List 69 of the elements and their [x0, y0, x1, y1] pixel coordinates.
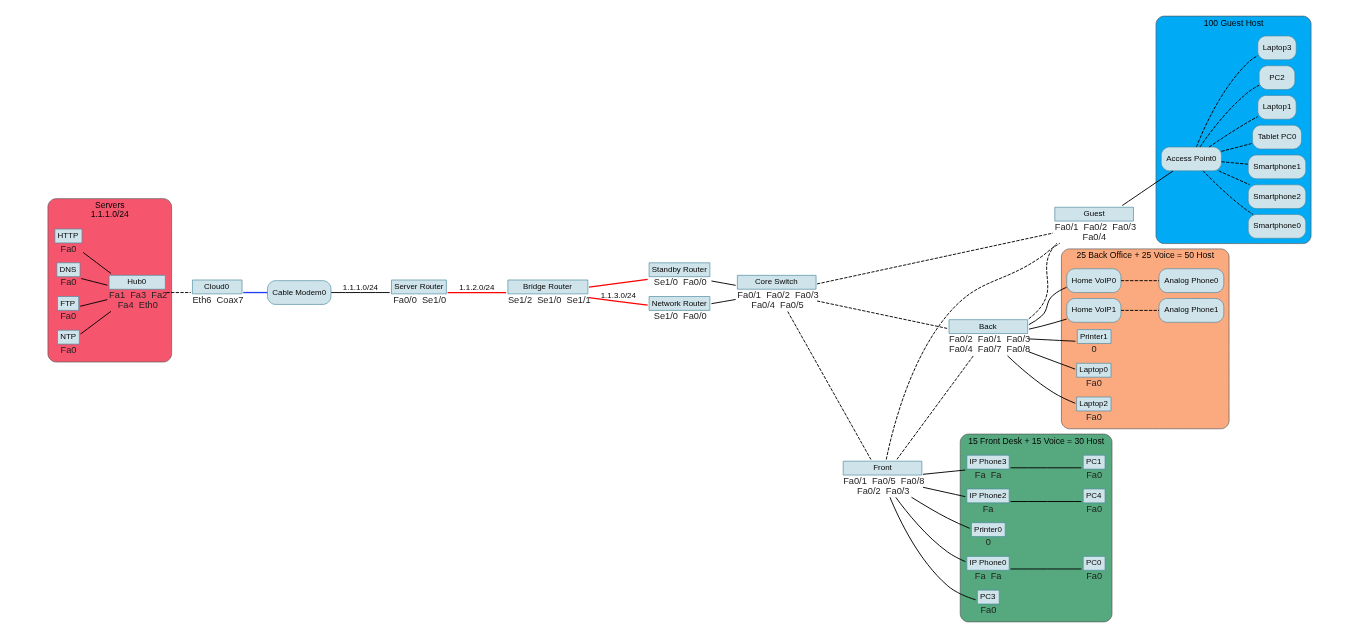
node-label: Fa0/0 Se1/0: [392, 294, 446, 305]
connector: [1199, 84, 1259, 148]
connector: [1121, 170, 1173, 206]
connector: [1202, 170, 1253, 215]
node-label: Se1/0 Fa0/0: [653, 311, 707, 322]
node-label: Se1/0 Fa0/0: [653, 277, 707, 288]
node-label: Fa0: [1085, 571, 1102, 582]
connector: [710, 280, 736, 286]
node-label: Fa0/1 Fa0/2 Fa0/3: [736, 289, 819, 300]
connector: [1027, 351, 1076, 370]
node-label: Fa0/2 Fa0/3: [856, 485, 910, 496]
node-label: Fa0: [60, 277, 76, 288]
connector: [1220, 161, 1249, 165]
node-label: Eth6 Coax7: [191, 294, 243, 305]
node-label: Fa1 Fa3 Fa2: [108, 289, 167, 300]
connector: [330, 292, 390, 293]
connector: [80, 278, 108, 286]
connector: [1028, 318, 1067, 330]
node-label: Fa0: [59, 311, 76, 322]
connector: [885, 242, 1060, 460]
node-label: 0: [985, 537, 991, 548]
connector: [1009, 568, 1082, 570]
connector: [79, 310, 111, 335]
connector: [1120, 280, 1159, 282]
connector: [79, 299, 108, 307]
connector: [1027, 242, 1057, 320]
connector: [587, 278, 648, 288]
node-label: Fa0: [1085, 377, 1102, 388]
connector: [922, 486, 966, 498]
connector: [1009, 501, 1082, 502]
node-label: Fa Fa: [974, 469, 1002, 480]
connector: [446, 291, 507, 294]
connector: [710, 299, 736, 305]
node-label: Fa0: [1085, 411, 1102, 422]
node-label: Fa0/1 Fa0/5 Fa0/8: [842, 475, 924, 486]
node-label: Fa0/4 Fa0/5: [750, 299, 804, 310]
connector: [1009, 467, 1082, 469]
node-label: Fa0: [60, 243, 76, 254]
connector: [816, 300, 948, 329]
connector: [1027, 338, 1076, 342]
connector: [82, 251, 111, 274]
connector: [896, 355, 974, 460]
connector: [910, 496, 970, 529]
node-label: Fa0/2 Fa0/1 Fa0/3: [948, 334, 1030, 345]
connector: [816, 232, 1053, 285]
node-label: Fa: [982, 503, 994, 514]
node-label: Fa Fa: [974, 571, 1002, 582]
node-label: Fa0: [979, 604, 996, 615]
connector: [242, 291, 268, 294]
connector: [1195, 55, 1258, 148]
connector: [894, 496, 966, 563]
node-label: Fa4 Eth0: [117, 299, 158, 310]
node-label: Fa0/1 Fa0/2 Fa0/3: [1054, 221, 1136, 232]
connector: [922, 469, 966, 475]
node-label: 0: [1091, 344, 1097, 355]
node-label: Se1/2 Se1/0 Se1/1: [507, 294, 591, 305]
node-label: Fa0/4 Fa0/7 Fa0/8: [948, 344, 1030, 355]
node-label: Fa0/4: [1082, 231, 1106, 242]
connector: [786, 311, 871, 460]
connector: [587, 297, 648, 306]
connector: [1220, 142, 1253, 152]
node-label: Fa0: [1085, 469, 1102, 480]
connector: [1217, 170, 1250, 186]
node-label: Fa0: [1085, 503, 1102, 514]
node-label: Fa0: [60, 344, 76, 355]
connector: [1027, 286, 1067, 326]
connector: [1120, 309, 1159, 311]
connector: [1208, 116, 1258, 148]
connector: [165, 292, 191, 293]
